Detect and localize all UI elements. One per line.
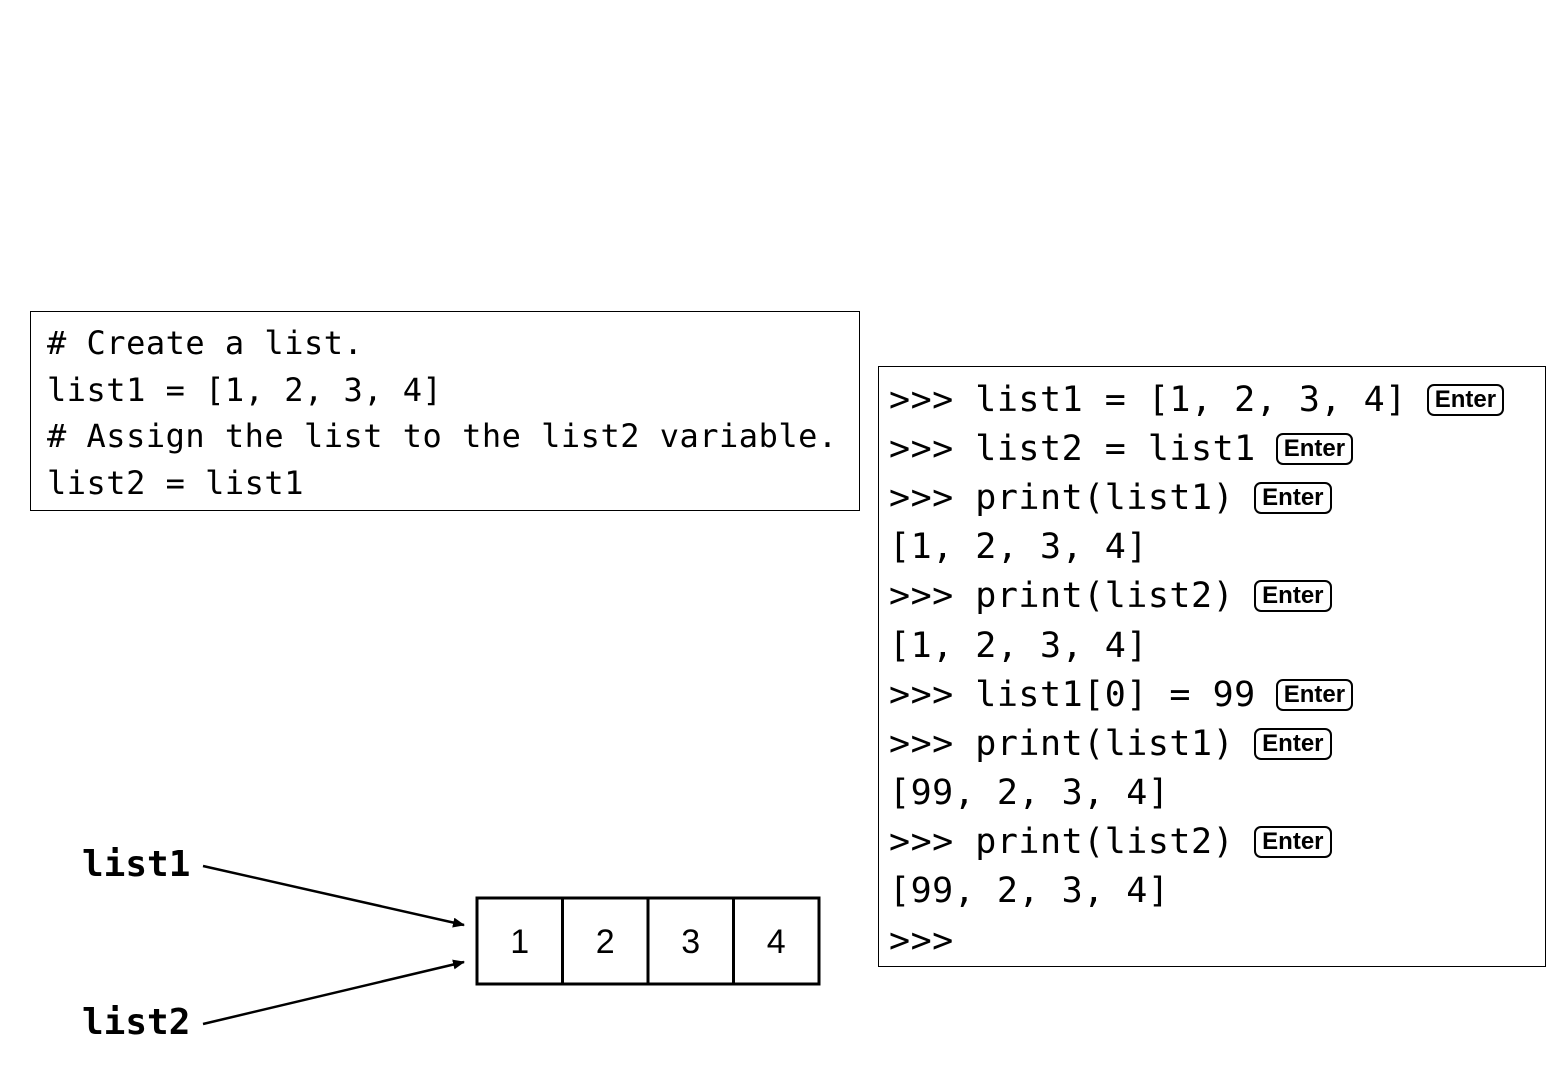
list-cell-value: 1: [510, 923, 529, 961]
shell-output-line: [99, 2, 3, 4]: [889, 867, 1545, 916]
shell-output-text: [99, 2, 3, 4]: [889, 871, 1170, 912]
reference-arrow-list2: [202, 959, 465, 1026]
enter-key-icon: Enter: [1254, 727, 1332, 760]
reference-diagram: list1 list2 1 2 3 4: [82, 844, 821, 1043]
code-line: list2 = list1: [47, 463, 304, 502]
shell-prompt-text: >>>: [889, 920, 954, 961]
shell-line-text: >>> list2 = list1: [889, 428, 1256, 469]
shell-line-text: >>> print(list2): [889, 576, 1235, 617]
shell-output-line: [1, 2, 3, 4]: [889, 621, 1545, 670]
shell-line-text: >>> list1[0] = 99: [889, 674, 1256, 715]
code-line: # Assign the list to the list2 variable.: [47, 417, 838, 455]
code-line: list1 = [1, 2, 3, 4]: [47, 370, 443, 409]
shell-line-text: >>> list1 = [1, 2, 3, 4]: [889, 379, 1407, 420]
shell-line: >>> list1 = [1, 2, 3, 4] Enter: [889, 375, 1545, 424]
shell-line: >>> print(list2) Enter: [889, 572, 1545, 621]
enter-key-icon: Enter: [1254, 481, 1332, 514]
enter-key-icon: Enter: [1275, 678, 1354, 711]
enter-key-icon: Enter: [1426, 383, 1505, 416]
shell-prompt-line: >>>: [889, 916, 1545, 965]
list-cell-value: 3: [681, 923, 700, 961]
reference-arrow-list1: [202, 864, 465, 928]
enter-key-icon: Enter: [1275, 432, 1354, 465]
shell-output-line: [1, 2, 3, 4]: [889, 523, 1545, 572]
list-object: 1 2 3 4: [475, 896, 821, 986]
shell-output-text: [1, 2, 3, 4]: [889, 625, 1148, 666]
variable-label-list1: list1: [82, 844, 190, 885]
shell-line: >>> list2 = list1 Enter: [889, 424, 1545, 473]
code-listing: # Create a list. list1 = [1, 2, 3, 4] # …: [30, 311, 860, 511]
shell-output-line: [99, 2, 3, 4]: [889, 769, 1545, 818]
shell-line: >>> print(list1) Enter: [889, 719, 1545, 768]
shell-line-text: >>> print(list1): [889, 477, 1235, 518]
variable-label-list2: list2: [82, 1002, 190, 1043]
code-line: # Create a list.: [47, 324, 364, 362]
shell-line-text: >>> print(list2): [889, 822, 1235, 863]
shell-line-text: >>> print(list1): [889, 723, 1235, 764]
shell-line: >>> print(list2) Enter: [889, 818, 1545, 867]
shell-output-text: [99, 2, 3, 4]: [889, 773, 1170, 814]
shell-session: >>> list1 = [1, 2, 3, 4] Enter >>> list2 …: [878, 366, 1546, 967]
shell-output-text: [1, 2, 3, 4]: [889, 527, 1148, 568]
shell-line: >>> list1[0] = 99 Enter: [889, 670, 1545, 719]
list-cell: [646, 896, 735, 986]
enter-key-icon: Enter: [1254, 826, 1332, 859]
list-cell-value: 4: [767, 923, 786, 961]
enter-key-icon: Enter: [1254, 580, 1332, 613]
list-cell: [732, 896, 821, 986]
shell-line: >>> print(list1) Enter: [889, 473, 1545, 522]
list-cell-value: 2: [596, 923, 615, 961]
